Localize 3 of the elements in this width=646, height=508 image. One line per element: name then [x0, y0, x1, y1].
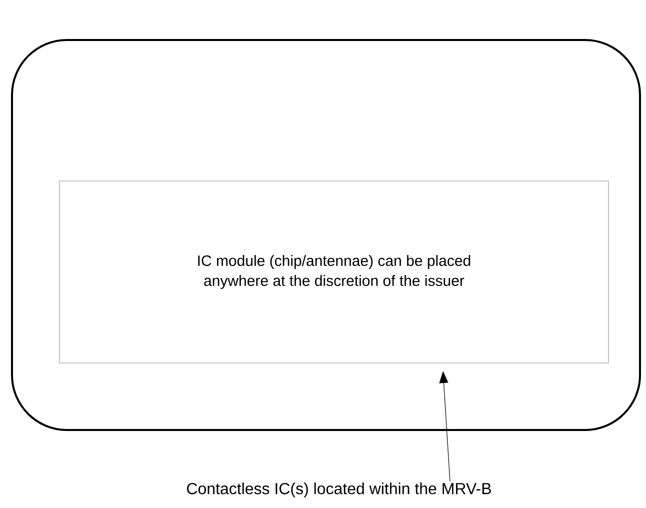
callout-text: Contactless IC(s) located within the MRV-B	[187, 482, 491, 498]
text-box: IC module (chip/antennae) can be placed anywhere at the discretion of the issuer	[59, 180, 609, 364]
card-outline	[11, 39, 641, 431]
